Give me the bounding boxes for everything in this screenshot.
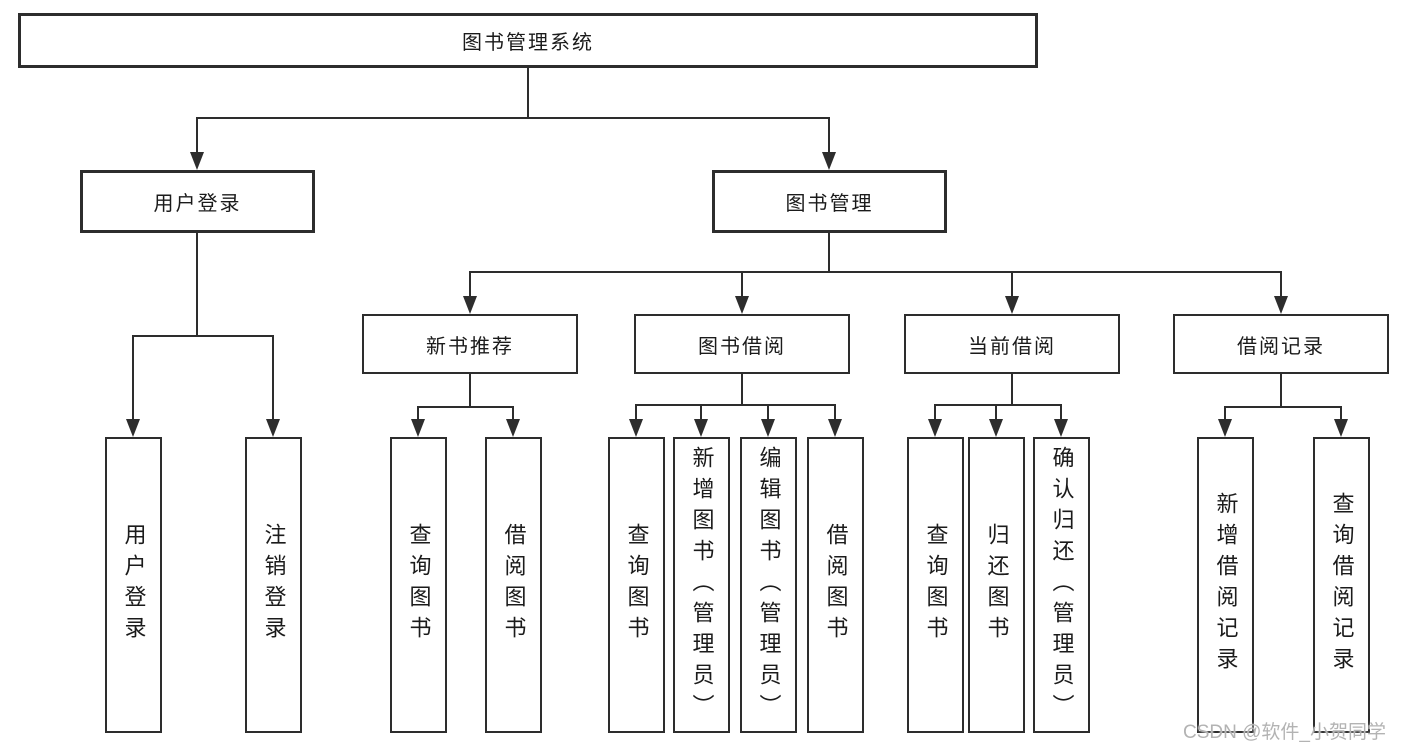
connector-line bbox=[635, 404, 836, 406]
node-book-borrow: 图书借阅 bbox=[634, 314, 850, 374]
node-borrow-books-leaf: 借阅图书 bbox=[807, 437, 864, 733]
node-label: 图书管理系统 bbox=[462, 32, 594, 54]
arrow-down-icon bbox=[411, 419, 425, 437]
connector-line bbox=[469, 271, 1282, 273]
node-label: 图书管理 bbox=[785, 193, 874, 215]
connector-line bbox=[1340, 406, 1342, 421]
node-book-management: 图书管理 bbox=[712, 170, 947, 233]
connector-line bbox=[700, 404, 702, 421]
node-label: 当前借阅 bbox=[968, 335, 1056, 358]
connector-line bbox=[512, 406, 514, 421]
arrow-down-icon bbox=[928, 419, 942, 437]
connector-line bbox=[1280, 374, 1282, 408]
node-label: 借阅图书 bbox=[501, 523, 527, 647]
connector-line bbox=[1060, 404, 1062, 421]
arrow-down-icon bbox=[629, 419, 643, 437]
connector-line bbox=[828, 233, 830, 273]
node-label: 注销登录 bbox=[261, 523, 287, 647]
node-query-books-borrow: 查询图书 bbox=[608, 437, 665, 733]
arrow-down-icon bbox=[822, 152, 836, 170]
node-label: 确认归还（管理员） bbox=[1049, 445, 1075, 725]
connector-line bbox=[132, 335, 134, 421]
node-user-login-leaf: 用户登录 bbox=[105, 437, 162, 733]
connector-line bbox=[417, 406, 419, 421]
connector-line bbox=[272, 335, 274, 421]
connector-line bbox=[995, 404, 997, 421]
node-label: 用户登录 bbox=[153, 193, 242, 215]
connector-line bbox=[741, 374, 743, 406]
arrow-down-icon bbox=[126, 419, 140, 437]
arrow-down-icon bbox=[1054, 419, 1068, 437]
arrow-down-icon bbox=[190, 152, 204, 170]
arrow-down-icon bbox=[506, 419, 520, 437]
node-return-books: 归还图书 bbox=[968, 437, 1025, 733]
connector-line bbox=[132, 335, 274, 337]
node-add-borrow-record: 新增借阅记录 bbox=[1197, 437, 1254, 733]
node-current-borrow: 当前借阅 bbox=[904, 314, 1120, 374]
node-query-books-recommend: 查询图书 bbox=[390, 437, 447, 733]
arrow-down-icon bbox=[1274, 296, 1288, 314]
node-user-login: 用户登录 bbox=[80, 170, 315, 233]
node-label: 借阅记录 bbox=[1237, 335, 1325, 358]
connector-line bbox=[1280, 271, 1282, 299]
connector-line bbox=[469, 271, 471, 299]
node-query-books-current: 查询图书 bbox=[907, 437, 964, 733]
node-borrow-records: 借阅记录 bbox=[1173, 314, 1389, 374]
node-logout-leaf: 注销登录 bbox=[245, 437, 302, 733]
node-query-borrow-record: 查询借阅记录 bbox=[1313, 437, 1370, 733]
node-add-books-admin: 新增图书（管理员） bbox=[673, 437, 730, 733]
arrow-down-icon bbox=[694, 419, 708, 437]
arrow-down-icon bbox=[761, 419, 775, 437]
node-label: 图书借阅 bbox=[698, 335, 786, 358]
connector-line bbox=[1011, 374, 1013, 406]
node-label: 查询图书 bbox=[406, 523, 432, 647]
connector-line bbox=[934, 404, 936, 421]
node-label: 查询借阅记录 bbox=[1329, 492, 1355, 678]
node-label: 查询图书 bbox=[923, 523, 949, 647]
connector-line bbox=[1011, 271, 1013, 299]
node-label: 新增图书（管理员） bbox=[689, 445, 715, 725]
arrow-down-icon bbox=[1005, 296, 1019, 314]
connector-line bbox=[934, 404, 1062, 406]
node-label: 新增借阅记录 bbox=[1213, 492, 1239, 678]
arrow-down-icon bbox=[989, 419, 1003, 437]
csdn-watermark: CSDN @软件_小贺同学 bbox=[1183, 722, 1386, 743]
connector-line bbox=[834, 404, 836, 421]
node-label: 用户登录 bbox=[121, 523, 147, 647]
connector-line bbox=[1224, 406, 1342, 408]
connector-line bbox=[196, 117, 198, 155]
node-label: 新书推荐 bbox=[426, 335, 514, 358]
arrow-down-icon bbox=[828, 419, 842, 437]
connector-line bbox=[1224, 406, 1226, 421]
connector-line bbox=[417, 406, 514, 408]
connector-line bbox=[527, 68, 529, 119]
node-label: 借阅图书 bbox=[823, 523, 849, 647]
connector-line bbox=[635, 404, 637, 421]
node-new-book-recommend: 新书推荐 bbox=[362, 314, 578, 374]
connector-line bbox=[196, 233, 198, 337]
arrow-down-icon bbox=[1334, 419, 1348, 437]
node-label: 编辑图书（管理员） bbox=[756, 445, 782, 725]
connector-line bbox=[828, 117, 830, 155]
node-label: 查询图书 bbox=[624, 523, 650, 647]
arrow-down-icon bbox=[266, 419, 280, 437]
arrow-down-icon bbox=[735, 296, 749, 314]
node-root-system: 图书管理系统 bbox=[18, 13, 1038, 68]
connector-line bbox=[196, 117, 830, 119]
node-confirm-return-admin: 确认归还（管理员） bbox=[1033, 437, 1090, 733]
node-edit-books-admin: 编辑图书（管理员） bbox=[740, 437, 797, 733]
node-borrow-books-recommend: 借阅图书 bbox=[485, 437, 542, 733]
node-label: 归还图书 bbox=[984, 523, 1010, 647]
connector-line bbox=[469, 374, 471, 408]
arrow-down-icon bbox=[463, 296, 477, 314]
arrow-down-icon bbox=[1218, 419, 1232, 437]
connector-line bbox=[741, 271, 743, 299]
connector-line bbox=[767, 404, 769, 421]
